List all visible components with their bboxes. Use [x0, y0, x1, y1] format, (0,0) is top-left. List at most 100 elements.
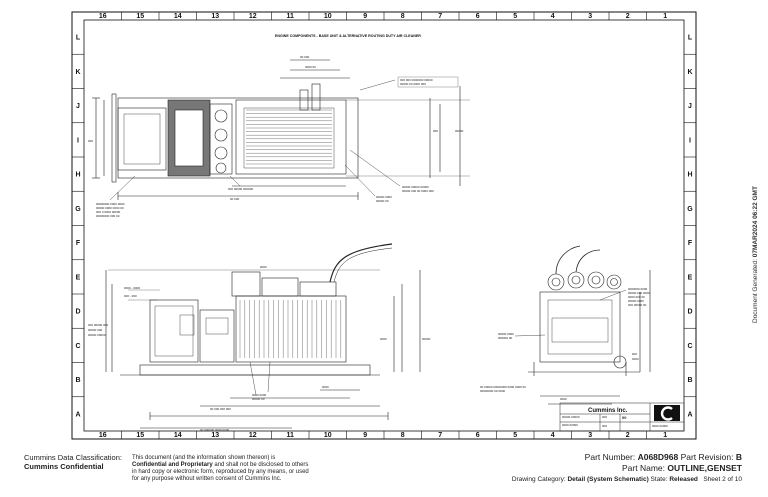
- zone-row-label: F: [76, 240, 81, 247]
- category-label: Drawing Category:: [511, 476, 568, 483]
- document-generated-date: 07MAR2024 06:22 GMT: [752, 186, 759, 258]
- category-value: Detail (System Schematic): [567, 476, 649, 483]
- svg-text:00000 00 0000 000: 00000 00 0000 000: [400, 82, 426, 86]
- zone-column-label: 12: [249, 432, 257, 439]
- svg-text:00000 000 0000: 00000 000 0000: [628, 291, 650, 295]
- zone-column-label: 8: [401, 13, 405, 20]
- svg-text:00000 0000: 00000 0000: [376, 195, 392, 199]
- classification-value: Cummins Confidential: [24, 461, 104, 471]
- genset-top-view: [92, 59, 470, 201]
- notice-line-4: for any purpose without written consent …: [132, 476, 282, 482]
- zone-row-label: K: [75, 69, 80, 76]
- zone-column-label: 4: [551, 13, 555, 20]
- zone-row-label: G: [687, 206, 693, 213]
- zone-column-label: 6: [476, 432, 480, 439]
- part-revision-label: Part Revision:: [678, 452, 736, 462]
- zone-column-label: 2: [626, 13, 630, 20]
- zone-row-label: E: [76, 274, 81, 281]
- zone-row-label: H: [75, 172, 80, 179]
- zone-column-label: 6: [476, 13, 480, 20]
- zone-row-label: L: [76, 35, 81, 42]
- svg-text:000 0 0000 00000: 000 0 0000 00000: [96, 210, 121, 214]
- state-value: Released: [669, 476, 698, 483]
- svg-text:000: 000: [602, 415, 607, 419]
- zone-column-label: 5: [513, 13, 517, 20]
- zone-row-label: G: [75, 206, 81, 213]
- zone-row-label: J: [76, 103, 80, 110]
- svg-text:00 00000 00000000 0000 0000 00: 00 00000 00000000 0000 0000 00: [480, 385, 526, 389]
- svg-text:00000000 0000 0000: 00000000 0000 0000: [96, 202, 125, 206]
- zone-column-label: 9: [363, 13, 367, 20]
- zone-row-label: B: [75, 377, 80, 384]
- svg-text:00000: 00000: [455, 129, 464, 133]
- svg-text:0000 - 0000: 0000 - 0000: [124, 286, 140, 290]
- svg-text:00000 00000: 00000 00000: [562, 415, 580, 419]
- end-view-annotations: 0000000 0000 00000 000 0000 0000 000 00 …: [480, 287, 650, 401]
- part-number-value: A068D968: [637, 452, 679, 462]
- notice-line-3: in hard copy or electronic form, reprodu…: [132, 469, 309, 475]
- zone-column-label: 14: [174, 432, 182, 439]
- notice-confidential: Confidential and Proprietary: [132, 462, 213, 468]
- svg-text:00 000000 0000 0000: 00 000000 0000 0000: [200, 428, 230, 432]
- sheet-inner-border: [83, 19, 685, 432]
- footer-notice: This document (and the information shown…: [132, 455, 309, 483]
- part-revision-value: B: [735, 452, 742, 462]
- notice-line-2-rest: and shall not be disclosed to others: [212, 462, 309, 468]
- zone-row-label: E: [688, 274, 693, 281]
- title-block-company: Cummins Inc.: [588, 408, 628, 414]
- svg-text:00000 00: 00000 00: [376, 199, 389, 203]
- genset-end-view: [514, 245, 651, 405]
- zone-column-label: 16: [99, 432, 107, 439]
- part-number-label: Part Number:: [584, 452, 638, 462]
- svg-text:00000 0000: 00000 0000: [628, 299, 644, 303]
- zone-column-label: 8: [401, 432, 405, 439]
- zone-row-label: B: [687, 377, 692, 384]
- svg-text:000000 00: 000000 00: [498, 336, 513, 340]
- svg-text:00000 000 00 0000 000: 00000 000 00 0000 000: [402, 189, 434, 193]
- svg-text:0000 00000: 0000 00000: [652, 424, 668, 428]
- svg-text:00000 000: 00000 000: [88, 328, 103, 332]
- zone-column-label: 7: [438, 432, 442, 439]
- zone-row-label: I: [689, 137, 691, 144]
- zone-column-label: 4: [551, 432, 555, 439]
- svg-text:000 000 0000000 00000: 000 000 0000000 00000: [400, 78, 433, 82]
- svg-text:0000: 0000: [322, 385, 329, 389]
- top-view-annotations: 000 000 0000000 00000 00000 00 0000 000 …: [88, 55, 464, 218]
- zone-row-label: D: [75, 309, 80, 316]
- zone-row-label: I: [77, 137, 79, 144]
- svg-text:000 00000 00: 000 00000 00: [628, 303, 647, 307]
- zone-row-label: H: [687, 172, 692, 179]
- svg-text:000 00000 000: 000 00000 000: [88, 323, 108, 327]
- zone-column-label: 3: [588, 432, 592, 439]
- zone-column-label: 1: [663, 13, 667, 20]
- zone-column-label: 13: [211, 432, 219, 439]
- footer-part-info: Part Number: A068D968 Part Revision: B P…: [512, 452, 742, 485]
- svg-text:000 - 000: 000 - 000: [124, 294, 137, 298]
- svg-text:00000 0000: 00000 0000: [498, 332, 514, 336]
- side-view-annotations: 0000 - 0000 000 - 000 000 00000 000 0000…: [88, 265, 431, 432]
- zone-column-label: 14: [174, 13, 182, 20]
- state-label: State:: [648, 476, 670, 483]
- svg-text:000: 000: [88, 139, 93, 143]
- part-name-value: OUTLINE,GENSET: [667, 463, 742, 473]
- zone-row-label: C: [687, 343, 692, 350]
- title-block: [559, 402, 685, 432]
- svg-text:00000000 000 00: 00000000 000 00: [96, 214, 120, 218]
- zone-row-label: F: [688, 240, 693, 247]
- zone-row-label: A: [687, 411, 692, 418]
- svg-text:0000 00000: 0000 00000: [562, 423, 578, 427]
- zone-column-label: 11: [287, 432, 295, 439]
- zone-column-label: 7: [438, 13, 442, 20]
- notice-line-1: This document (and the information shown…: [132, 455, 276, 461]
- zone-column-label: 2: [626, 432, 630, 439]
- footer-classification: Cummins Data Classification: Cummins Con…: [24, 453, 122, 471]
- svg-text:0000: 0000: [260, 265, 267, 269]
- genset-side-view: [105, 243, 421, 429]
- svg-text:0000: 0000: [380, 337, 387, 341]
- zone-row-label: K: [687, 69, 692, 76]
- zone-column-label: 12: [249, 13, 257, 20]
- svg-text:0000: 0000: [560, 397, 567, 401]
- svg-text:0000 0000: 0000 0000: [252, 393, 267, 397]
- zone-column-label: 15: [136, 432, 144, 439]
